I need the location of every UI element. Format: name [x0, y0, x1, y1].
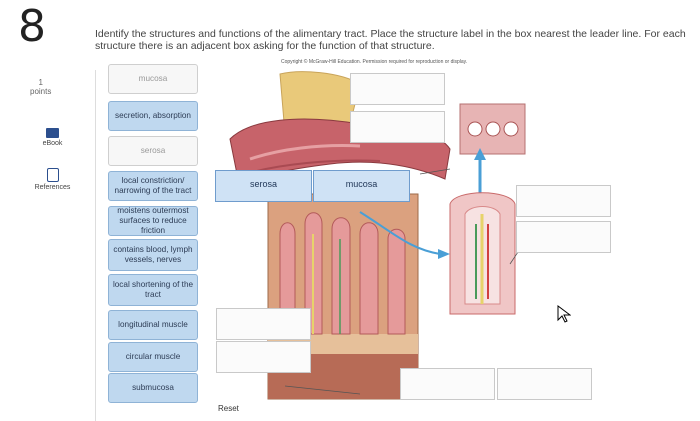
drop-box-right-2[interactable] [516, 221, 611, 253]
drop-box-bottom-1[interactable] [400, 368, 495, 400]
references-label: References [34, 184, 71, 191]
ebook-label: eBook [42, 140, 63, 147]
drop-box-lower-left-1[interactable] [216, 308, 311, 340]
chip-moistens-surfaces[interactable]: moistens outermost surfaces to reduce fr… [108, 206, 198, 236]
chip-mucosa[interactable]: mucosa [108, 64, 198, 94]
chip-submucosa[interactable]: submucosa [108, 373, 198, 403]
drop-box-top-2[interactable] [350, 111, 445, 143]
drop-box-lower-left-2[interactable] [216, 341, 311, 373]
chip-contains-vessels[interactable]: contains blood, lymph vessels, nerves [108, 239, 198, 271]
drop-box-bottom-2[interactable] [497, 368, 592, 400]
chip-circular-muscle[interactable]: circular muscle [108, 342, 198, 372]
alimentary-tract-diagram [229, 71, 531, 400]
chip-secretion-absorption[interactable]: secretion, absorption [108, 101, 198, 131]
reset-button[interactable]: Reset [218, 404, 239, 413]
cursor-icon [557, 305, 571, 323]
chip-serosa[interactable]: serosa [108, 136, 198, 166]
references-icon [46, 168, 59, 182]
points-value: 1 [38, 78, 43, 87]
ebook-icon [46, 128, 59, 138]
drop-box-right-1[interactable] [516, 185, 611, 217]
ebook-button[interactable]: eBook [30, 128, 75, 147]
drop-box-top-1[interactable] [350, 73, 445, 105]
references-button[interactable]: References [30, 168, 75, 191]
question-number: 8 [18, 1, 46, 52]
question-sidebar: 1 points eBook References [0, 70, 96, 421]
points-label: points [30, 87, 52, 96]
copyright-notice: Copyright © McGraw-Hill Education. Permi… [281, 59, 468, 65]
chip-local-shortening[interactable]: local shortening of the tract [108, 274, 198, 306]
chip-longitudinal-muscle[interactable]: longitudinal muscle [108, 310, 198, 340]
question-prompt: Identify the structures and functions of… [95, 28, 686, 52]
placed-label-serosa[interactable]: serosa [215, 170, 312, 202]
points-box: 1 points [30, 78, 51, 96]
chip-local-constriction[interactable]: local constriction/ narrowing of the tra… [108, 171, 198, 201]
placed-label-mucosa[interactable]: mucosa [313, 170, 410, 202]
